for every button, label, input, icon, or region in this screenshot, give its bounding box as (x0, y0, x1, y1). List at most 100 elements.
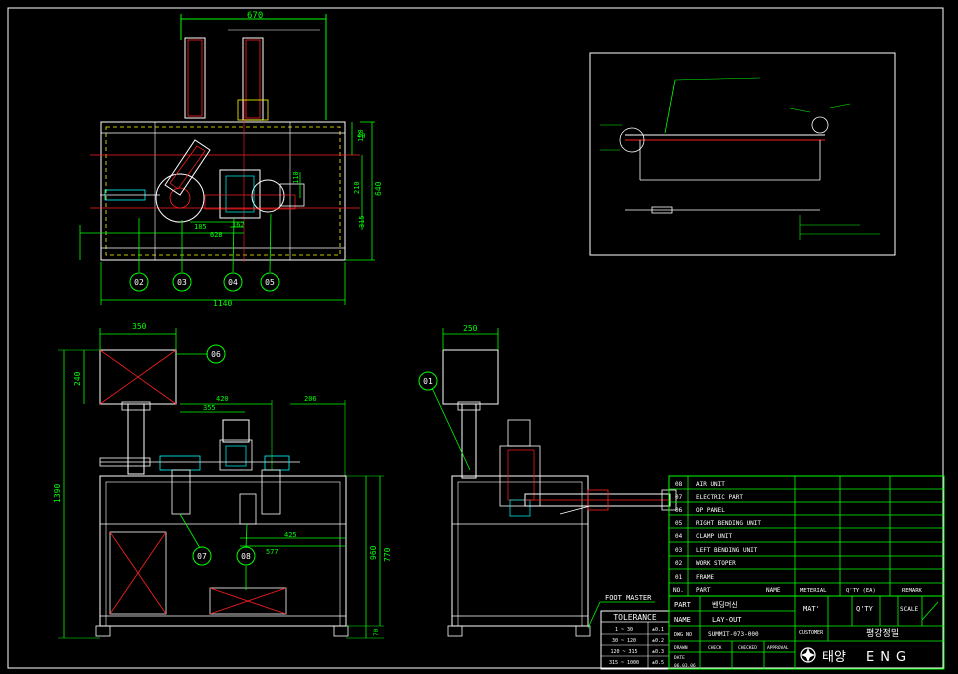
tol-range-2: 30 ~ 120 (612, 638, 636, 644)
part-no-02: 02 (675, 560, 683, 567)
dim-240: 240 (73, 371, 82, 386)
dim-350: 350 (132, 322, 147, 331)
balloon-03-label: 03 (177, 278, 187, 287)
dim-206: 206 (304, 395, 317, 403)
part-no-01: 01 (675, 574, 683, 581)
balloon-02-label: 02 (134, 278, 144, 287)
title-customer-value: 평강정밀 (866, 627, 899, 639)
header-material: METERIAL (800, 588, 827, 594)
part-no-07: 07 (675, 494, 683, 501)
title-date-label: DATE (674, 655, 685, 661)
balloon-04-label: 04 (228, 278, 238, 287)
tolerance-title: TOLERANCE (613, 613, 657, 622)
title-dwg-no: SUMMIT-073-000 (708, 631, 759, 638)
top-view: 670 (79, 11, 383, 308)
balloon-08 (236, 546, 256, 566)
dim-162: 162 (232, 221, 245, 229)
header-name: NAME (766, 587, 781, 594)
detail-view (589, 52, 896, 256)
part-no-05: 05 (675, 520, 683, 527)
header-no: NO. (673, 587, 684, 594)
balloon-01 (418, 371, 438, 391)
balloon-01-label: 01 (423, 377, 433, 386)
balloon-08-label: 08 (241, 552, 251, 561)
tol-value-4: ±0.5 (652, 660, 664, 666)
balloon-02 (129, 272, 149, 292)
side-view: 250 01 FOOT MASTER (418, 324, 677, 637)
tol-value-3: ±0.3 (652, 649, 664, 655)
parts-list: 08 AIR UNIT 07 ELECTRIC PART 06 OP PANEL… (668, 475, 945, 597)
balloon-07-label: 07 (197, 552, 207, 561)
company-name-ko: 태양 (822, 650, 846, 665)
front-frame (99, 475, 347, 627)
tol-range-1: 1 ~ 30 (615, 627, 633, 633)
part-name-03: LEFT BENDING UNIT (696, 547, 758, 554)
header-qty: Q'TY (EA) (846, 588, 876, 594)
title-part-value: 벤딩머신 (712, 600, 738, 609)
title-approval-label: APPROVAL (767, 645, 789, 651)
dim-1140: 1140 (213, 299, 232, 308)
front-view: 350 240 1390 06 420 355 206 (53, 322, 392, 639)
title-qty-label: Q'TY (856, 605, 874, 613)
title-block: PART 벤딩머신 NAME LAY-OUT DWG NO SUMMIT-073… (668, 595, 945, 670)
title-check-label: CHECK (708, 645, 722, 651)
part-name-02: WORK STOPER (696, 560, 736, 567)
dim-628: 628 (210, 231, 223, 239)
dim-770: 770 (383, 547, 392, 562)
dim-960: 960 (369, 545, 378, 560)
title-customer-label: CUSTOMER (799, 630, 824, 636)
title-dwg-label: DWG NO (674, 632, 692, 638)
part-name-08: AIR UNIT (696, 481, 725, 488)
sheet-frame (7, 7, 944, 669)
top-view-table (100, 121, 346, 261)
dim-420: 420 (216, 395, 229, 403)
part-no-08: 08 (675, 481, 683, 488)
company-logo-icon (800, 647, 816, 663)
balloon-03 (172, 272, 192, 292)
title-part-label: PART (674, 601, 692, 609)
title-name-value: LAY-OUT (712, 616, 742, 624)
tol-range-4: 315 ~ 1000 (609, 660, 639, 666)
part-no-06: 06 (675, 507, 683, 514)
balloon-05-label: 05 (265, 278, 275, 287)
part-name-05: RIGHT BENDING UNIT (696, 520, 761, 527)
balloon-05 (260, 272, 280, 292)
part-no-03: 03 (675, 547, 683, 554)
dim-110: 110 (292, 171, 300, 184)
part-no-04: 04 (675, 533, 683, 540)
dim-355: 355 (203, 404, 216, 412)
tolerance-table: TOLERANCE 1 ~ 30 ±0.1 30 ~ 120 ±0.2 120 … (600, 610, 670, 670)
part-name-07: ELECTRIC PART (696, 494, 743, 501)
dim-1390: 1390 (53, 484, 62, 503)
title-mat-label: MAT' (803, 605, 820, 613)
balloon-04 (223, 272, 243, 292)
part-name-04: CLAMP UNIT (696, 533, 733, 540)
dim-210: 210 (353, 181, 361, 194)
dim-185: 185 (194, 223, 207, 231)
part-name-06: OP PANEL (696, 507, 725, 514)
dim-640: 640 (374, 181, 383, 196)
dim-425: 425 (284, 531, 297, 539)
dim-315: 315 (358, 215, 366, 228)
company-name-en: ENG (866, 650, 912, 665)
title-drawn-label: DRAWN (674, 645, 688, 651)
balloon-06-label: 06 (211, 350, 221, 359)
title-checked-label: CHECKED (738, 645, 757, 651)
foot-master-label: FOOT MASTER (605, 594, 652, 602)
balloon-06 (206, 344, 226, 364)
dim-70: 70 (373, 628, 380, 636)
balloon-07 (192, 546, 212, 566)
dim-250: 250 (463, 324, 478, 333)
side-op-panel (442, 349, 499, 405)
tol-value-2: ±0.2 (652, 638, 664, 644)
header-remark: REMARK (902, 588, 923, 594)
part-name-01: FRAME (696, 574, 714, 581)
title-name-label: NAME (674, 616, 691, 624)
dim-670: 670 (247, 11, 263, 21)
title-date-value: 06.03.06 (674, 663, 696, 669)
tol-range-3: 120 ~ 315 (610, 649, 637, 655)
header-part: PART (696, 587, 711, 594)
tol-value-1: ±0.1 (652, 627, 664, 633)
dim-40: 40 (357, 132, 365, 140)
